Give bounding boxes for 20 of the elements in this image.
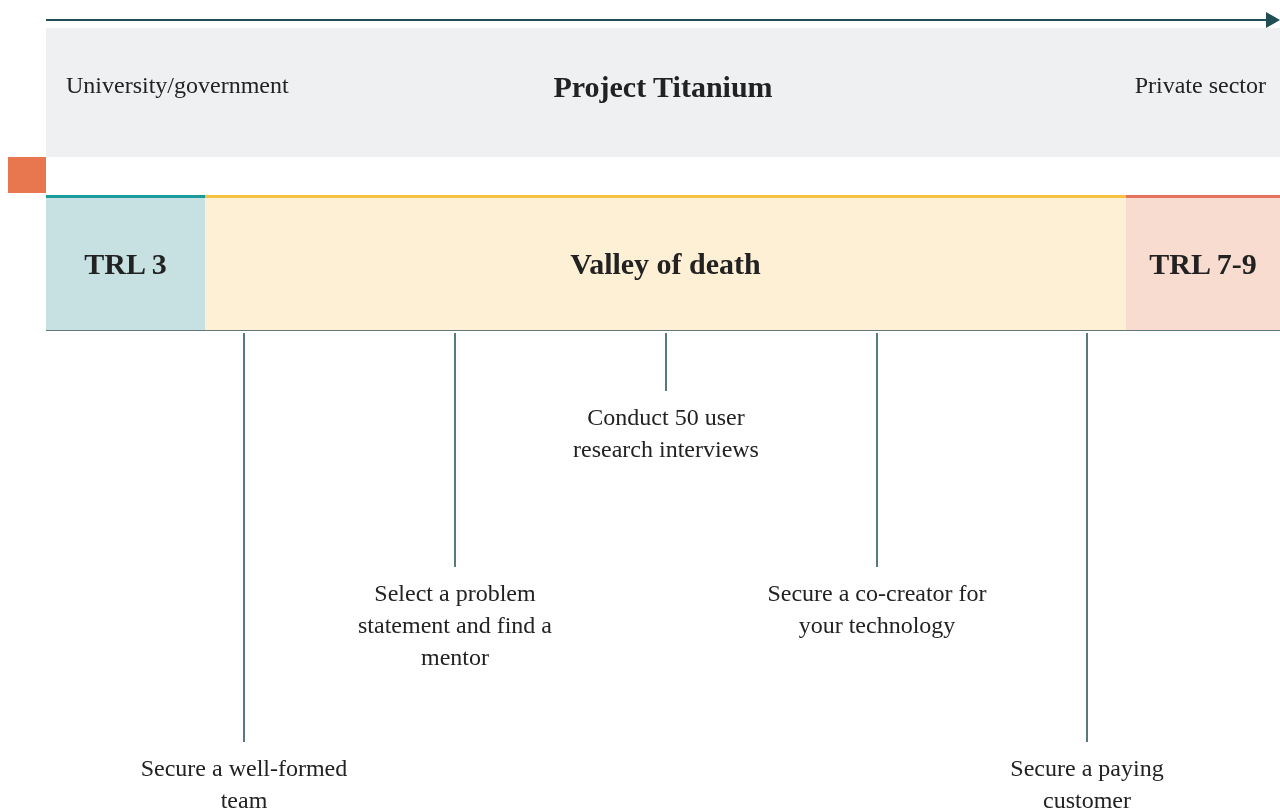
leader-line — [1086, 332, 1088, 743]
title-text: Project Titanium — [553, 70, 773, 104]
milestone-label: Secure a co-creator for your technology — [757, 577, 997, 641]
leader-line — [454, 332, 456, 568]
stage-box — [46, 195, 205, 330]
milestone-label: Select a problem statement and find a mentor — [335, 577, 575, 673]
milestone-label: Conduct 50 user research interviews — [566, 401, 766, 465]
stage-box — [1126, 195, 1280, 330]
band-side-label: Private sector — [1134, 72, 1266, 99]
leader-line — [876, 332, 878, 568]
milestone-label: Secure a paying customer — [967, 752, 1207, 810]
stage-band — [205, 195, 1126, 330]
leader-line — [243, 332, 245, 743]
milestone-label: Secure a well-formed team — [124, 752, 364, 810]
header-band — [46, 28, 1280, 157]
band-side-label: University/government — [66, 72, 289, 99]
leader-line — [665, 332, 667, 392]
stage-label: TRL 3 — [84, 247, 167, 281]
stage-label: TRL 7-9 — [1149, 247, 1257, 281]
stage-label: Valley of death — [570, 247, 761, 281]
